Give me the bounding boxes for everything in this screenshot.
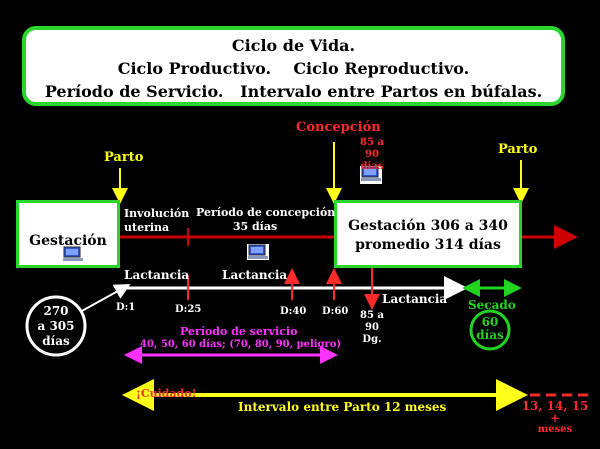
intervalo-label: Intervalo entre Parto 12 meses <box>238 400 447 414</box>
d40-label: D:40 <box>280 306 307 317</box>
lactancia-label-1: Lactancia <box>124 268 190 282</box>
involucion-line-1: Involución <box>124 207 190 220</box>
circle-line-1: 270 <box>43 304 69 318</box>
d1-label: D:1 <box>116 302 136 313</box>
computer-icon <box>62 246 84 262</box>
concepcion-days-label: 85 a 90 días <box>352 137 392 173</box>
intervalo-start-label: ¡Cuidado! <box>136 387 197 400</box>
gestacion-right-box: Gestación 306 a 340 promedio 314 días <box>334 200 522 268</box>
gestation-circle <box>25 295 87 357</box>
d60-label: D:60 <box>322 306 349 317</box>
title-box: Ciclo de Vida. Ciclo Productivo. Ciclo R… <box>22 26 565 106</box>
periodo-servicio-label: Período de servicio <box>180 325 298 338</box>
lactancia-label-2: Lactancia <box>222 268 288 282</box>
concepcion-label: Concepción <box>296 120 381 135</box>
secado-circle <box>469 309 511 351</box>
parto-left-label: Parto <box>104 150 144 165</box>
title-line-1: Ciclo de Vida. <box>231 36 356 55</box>
title-line-2: Ciclo Productivo. Ciclo Reproductivo. <box>117 59 470 78</box>
gestacion-left-label: Gestación <box>29 233 107 249</box>
lactancia-label-3: Lactancia <box>382 292 448 306</box>
periodo-concepcion-line-2: 35 días <box>232 220 278 233</box>
periodo-concepcion-line-1: Período de concepción <box>196 206 336 219</box>
dg-label: 85 a 90 Dg. <box>352 310 392 346</box>
meses-line-2: meses <box>537 424 573 435</box>
servicio-days-label: 40, 50, 60 días; (70, 80, 90, peligro) <box>140 339 342 350</box>
d25-label: D:25 <box>175 304 202 315</box>
dg-line-2: Dg. <box>362 334 382 345</box>
involucion-line-2: uterina <box>124 221 170 234</box>
circle-line-2: a 305 <box>37 319 75 333</box>
title-line-3: Período de Servicio. Intervalo entre Par… <box>44 82 543 101</box>
secado-label: Secado <box>468 298 516 312</box>
meses-label: 13, 14, 15 + meses <box>520 400 590 436</box>
gestacion-right-line-1: Gestación 306 a 340 <box>348 218 508 234</box>
secado-circle-line-1: 60 <box>481 315 499 329</box>
involucion-label: Involución uterina <box>124 207 189 235</box>
computer-icon <box>360 166 382 184</box>
circle-line-3: días <box>42 334 70 348</box>
computer-icon <box>247 244 269 260</box>
secado-circle-text: 60 días <box>471 316 509 342</box>
secado-circle-line-2: días <box>476 328 504 342</box>
circle-pointer <box>79 284 131 313</box>
dg-line-1: 85 a 90 <box>360 310 384 333</box>
meses-line-1: 13, 14, 15 + <box>521 399 589 425</box>
parto-right-label: Parto <box>498 142 538 157</box>
gestacion-right-line-2: promedio 314 días <box>355 237 501 253</box>
concepcion-days-text: 85 a 90 días <box>360 137 384 172</box>
periodo-concepcion-label: Período de concepción 35 días <box>196 206 336 234</box>
gestation-circle-text: 270 a 305 días <box>27 304 85 349</box>
